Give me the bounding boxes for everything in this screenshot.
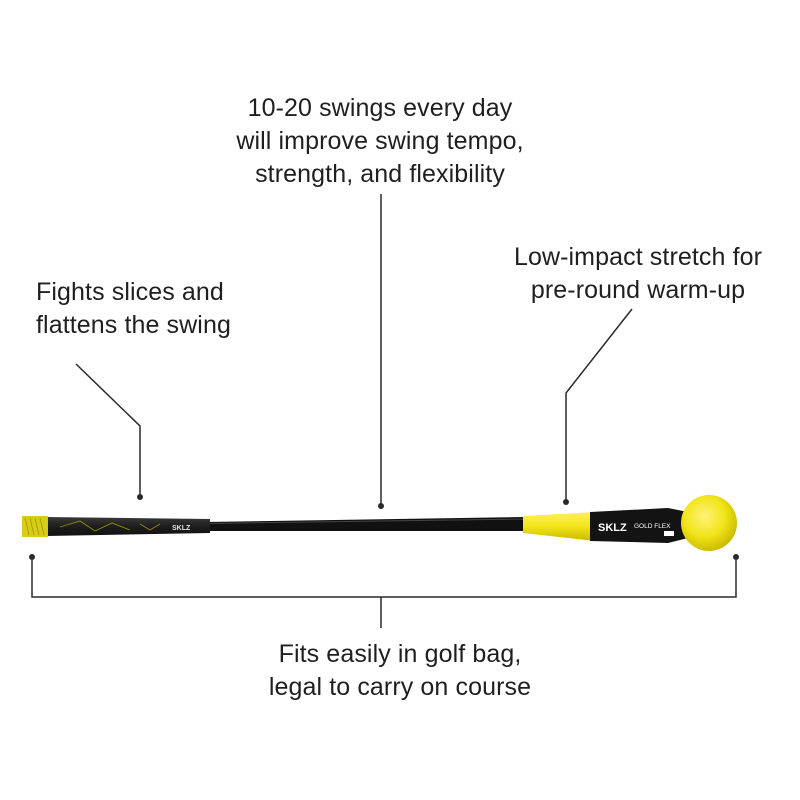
sleeve-model: GOLD FLEX bbox=[634, 523, 671, 530]
dot-bottom-right bbox=[733, 554, 739, 560]
callout-left-line-1: Fights slices and bbox=[36, 278, 224, 306]
grip bbox=[46, 517, 210, 536]
dot-right bbox=[563, 499, 569, 505]
leader-left bbox=[75, 363, 141, 496]
callout-bottom-line-1: Fits easily in golf bag, bbox=[278, 640, 522, 668]
dot-bottom-left bbox=[29, 554, 35, 560]
callout-top-line-2: will improve swing tempo, bbox=[236, 127, 524, 155]
callout-top-line-1: 10-20 swings every day bbox=[247, 94, 513, 122]
callout-bottom-line-2: legal to carry on course bbox=[268, 673, 532, 701]
callout-fits-golf-bag: Fits easily in golf bag, legal to carry … bbox=[170, 638, 630, 704]
swing-trainer: SKLZ SKLZ GOLD FLEX bbox=[22, 495, 737, 551]
leader-lines bbox=[31, 194, 737, 628]
grip-logo: SKLZ bbox=[172, 525, 191, 532]
dot-left bbox=[137, 494, 143, 500]
callout-daily-swings: 10-20 swings every day will improve swin… bbox=[180, 92, 580, 191]
callout-low-impact-stretch: Low-impact stretch for pre-round warm-up bbox=[488, 241, 788, 307]
weighted-sleeve-yellow bbox=[523, 512, 595, 541]
callout-top-line-3: strength, and flexibility bbox=[255, 160, 505, 188]
callout-right-line-2: pre-round warm-up bbox=[530, 276, 746, 304]
dot-top bbox=[378, 503, 384, 509]
leader-right bbox=[565, 308, 633, 500]
weighted-ball bbox=[681, 495, 737, 551]
leader-bottom-bracket bbox=[31, 560, 737, 598]
callout-right-line-1: Low-impact stretch for bbox=[513, 243, 763, 271]
callout-left-line-2: flattens the swing bbox=[36, 311, 231, 339]
shaft bbox=[205, 517, 525, 531]
weighted-sleeve-black bbox=[590, 508, 688, 543]
leader-dots bbox=[29, 494, 739, 560]
sleeve-logo: SKLZ bbox=[598, 522, 627, 534]
callout-fights-slices: Fights slices and flattens the swing bbox=[36, 276, 316, 342]
